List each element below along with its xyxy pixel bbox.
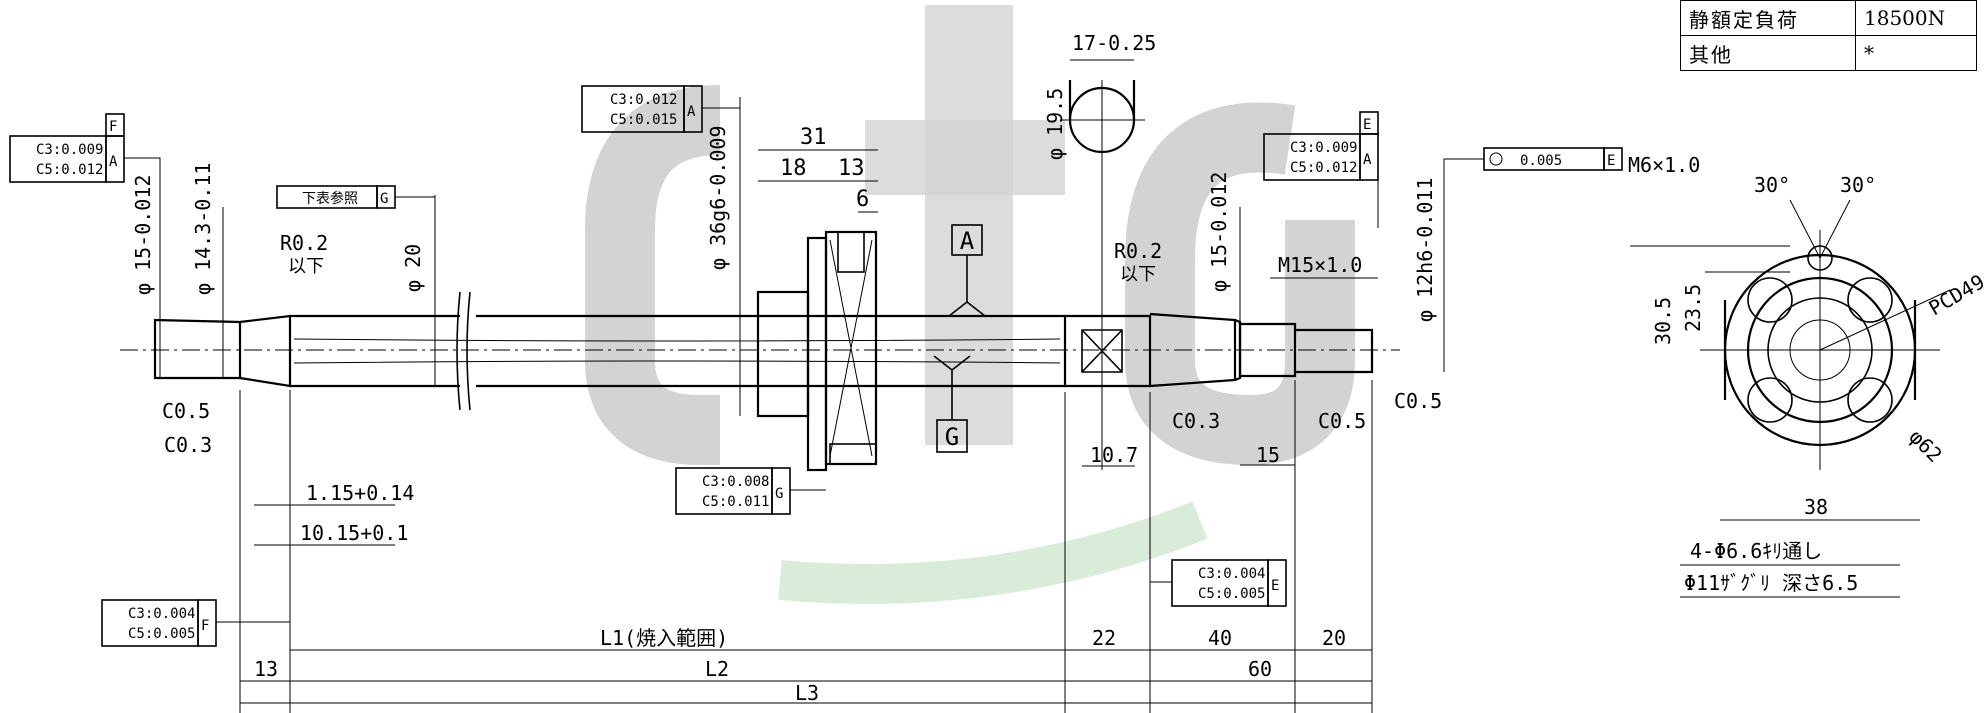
dim-l2: L2 <box>705 657 729 681</box>
dim-l3: L3 <box>795 681 819 705</box>
dim-d15-left: φ 15-0.012 <box>131 175 155 295</box>
nut-side-view <box>756 230 878 472</box>
svg-text:4-Φ6.6ｷﾘ通し: 4-Φ6.6ｷﾘ通し <box>1690 539 1822 563</box>
dim-c05-b: C0.5 <box>1318 409 1366 433</box>
svg-text:G: G <box>380 191 388 207</box>
svg-text:C3:0.008: C3:0.008 <box>702 474 769 490</box>
dim-w13b: 13 <box>254 657 278 681</box>
svg-text:C5:0.005: C5:0.005 <box>1198 586 1265 602</box>
dim-c03-a: C0.3 <box>164 433 212 457</box>
dim-w18: 18 <box>780 156 807 181</box>
svg-text:Φ11ｻﾞｸﾞﾘ 深さ6.5: Φ11ｻﾞｸﾞﾘ 深さ6.5 <box>1684 571 1858 595</box>
dim-c05-c: C0.5 <box>1394 389 1442 413</box>
dim-t1015: 10.15+0.1 <box>300 521 408 545</box>
dim-below-right: 以下 <box>1120 264 1156 285</box>
svg-text:30.5: 30.5 <box>1651 297 1675 345</box>
svg-text:C5:0.012: C5:0.012 <box>36 162 103 178</box>
datum-g-label: G <box>945 423 959 451</box>
dimension-lines <box>159 97 1445 713</box>
dim-w15: 15 <box>1256 443 1280 467</box>
svg-text:F: F <box>201 618 209 634</box>
svg-text:C3:0.004: C3:0.004 <box>128 606 195 622</box>
dim-t115: 1.15+0.14 <box>306 481 414 505</box>
dim-w22: 22 <box>1092 626 1116 650</box>
dim-d36: φ 36g6-0.009 <box>706 126 730 271</box>
svg-text:C3:0.004: C3:0.004 <box>1198 566 1265 582</box>
dim-w20: 20 <box>1322 626 1346 650</box>
dim-d19-5: φ 19.5 <box>1043 88 1067 160</box>
fcf-concentricity-e: 0.005 E <box>1443 147 1623 228</box>
dim-w13: 13 <box>838 156 865 181</box>
dim-l1: L1(焼入範囲) <box>600 626 728 650</box>
spec-row: 静額定負荷 18500N <box>1680 0 1977 36</box>
dim-d12: φ 12h6-0.011 <box>1413 178 1437 323</box>
dim-d20: φ 20 <box>401 244 425 292</box>
section-view <box>1060 59 1145 470</box>
dim-w40: 40 <box>1208 626 1232 650</box>
svg-text:A: A <box>109 154 118 170</box>
svg-text:C3:0.009: C3:0.009 <box>36 142 103 158</box>
spec-label: 其他 <box>1680 35 1856 71</box>
dim-w17: 17-0.25 <box>1072 31 1156 55</box>
fcf-perpendicular-e: C3:0.004 C5:0.005 E <box>1150 559 1287 607</box>
dim-c03-b: C0.3 <box>1172 409 1220 433</box>
dim-r02-right: R0.2 <box>1114 239 1162 263</box>
fcf-perpendicular-f: C3:0.004 C5:0.005 F <box>101 599 290 647</box>
datum-markers: A G <box>933 224 986 453</box>
svg-text:E: E <box>1607 153 1615 169</box>
spec-value: 18500N <box>1855 0 1977 36</box>
fcf-perpendicular-g: C3:0.008 C5:0.011 G <box>675 467 826 515</box>
dim-r02-left: R0.2 <box>280 231 328 255</box>
svg-text:C3:0.009: C3:0.009 <box>1290 140 1357 156</box>
svg-text:C5:0.015: C5:0.015 <box>610 112 677 128</box>
svg-text:30°: 30° <box>1754 173 1790 197</box>
dim-c05-a: C0.5 <box>162 399 210 423</box>
svg-text:C3:0.012: C3:0.012 <box>610 92 677 108</box>
svg-text:C5:0.011: C5:0.011 <box>702 494 769 510</box>
dim-below-left: 以下 <box>288 256 324 277</box>
dim-w31: 31 <box>800 125 827 150</box>
fcf-runout-note: 下表参照 G <box>276 185 436 316</box>
svg-text:A: A <box>1363 152 1372 168</box>
spec-table: 静額定負荷 18500N 其他 * <box>1680 0 1977 71</box>
dim-d14: φ 14.3-0.11 <box>191 163 215 295</box>
watermark-logo <box>585 5 1355 604</box>
spec-label: 静額定負荷 <box>1680 0 1856 36</box>
spec-row: 其他 * <box>1680 35 1977 71</box>
svg-text:38: 38 <box>1804 495 1828 519</box>
fcf-runout-f: C3:0.009 C5:0.012 A F <box>9 113 161 207</box>
svg-text:E: E <box>1271 578 1279 594</box>
svg-text:C5:0.012: C5:0.012 <box>1290 160 1357 176</box>
svg-text:G: G <box>775 486 783 502</box>
svg-text:23.5: 23.5 <box>1681 284 1705 332</box>
datum-a-label: A <box>960 227 975 255</box>
dim-w10-7: 10.7 <box>1090 443 1138 467</box>
svg-text:φ62: φ62 <box>1904 425 1947 468</box>
flange-end-view: M6×1.0 30° 30° 30.5 23.5 PCD49 φ62 38 4-… <box>1628 153 1984 598</box>
dim-m15: M15×1.0 <box>1278 253 1362 277</box>
svg-text:M6×1.0: M6×1.0 <box>1628 153 1700 177</box>
dim-w60: 60 <box>1248 657 1272 681</box>
svg-text:F: F <box>109 119 117 135</box>
dim-w6: 6 <box>856 187 869 212</box>
dim-d15-right: φ 15-0.012 <box>1207 172 1231 292</box>
fcf-runout-e: C3:0.009 C5:0.012 A E <box>1263 111 1379 228</box>
svg-text:E: E <box>1363 117 1371 133</box>
svg-text:0.005: 0.005 <box>1520 153 1562 169</box>
svg-text:PCD49: PCD49 <box>1925 269 1984 320</box>
svg-text:30°: 30° <box>1840 173 1876 197</box>
svg-text:C5:0.005: C5:0.005 <box>128 626 195 642</box>
spec-value: * <box>1855 35 1977 71</box>
svg-text:下表参照: 下表参照 <box>302 190 358 207</box>
fcf-concentricity-a: C3:0.012 C5:0.015 A <box>581 85 741 133</box>
svg-text:A: A <box>687 104 696 120</box>
